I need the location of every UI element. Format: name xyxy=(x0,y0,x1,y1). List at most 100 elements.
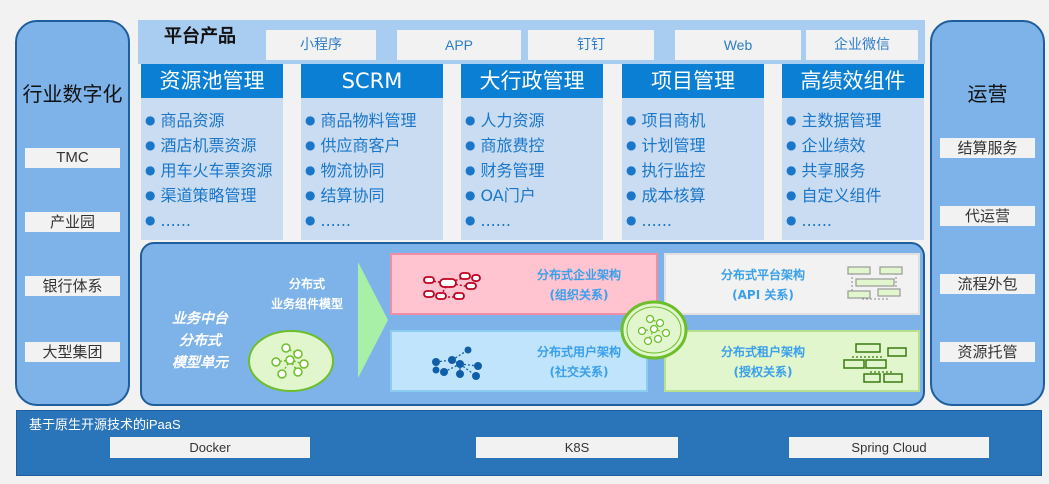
database-cluster-icon xyxy=(423,272,481,300)
list-item: ●商旅费控 xyxy=(465,136,545,155)
bullet-icon: ● xyxy=(145,113,156,127)
bullet-icon: ● xyxy=(626,163,637,177)
bullet-icon: ● xyxy=(465,113,476,127)
tech-docker[interactable]: Docker xyxy=(110,437,310,458)
user-architecture-box[interactable]: 分布式用户架构 (社交关系) xyxy=(390,330,648,392)
bullet-icon: ● xyxy=(145,163,156,177)
channel-dingtalk[interactable]: 钉钉 xyxy=(528,30,654,60)
bullet-icon: ● xyxy=(786,138,797,152)
list-item: ●企业绩效 xyxy=(786,136,866,155)
bullet-icon: ● xyxy=(465,188,476,202)
column-scrm: SCRM ●商品物料管理 ●供应商客户 ●物流协同 ●结算协同 ●...... xyxy=(301,64,443,240)
bullet-icon: ● xyxy=(145,188,156,202)
operations-panel: 运营 结算服务 代运营 流程外包 资源托管 xyxy=(930,20,1045,406)
list-item: ●共享服务 xyxy=(786,161,866,180)
channel-web[interactable]: Web xyxy=(675,30,801,60)
list-item: ●自定义组件 xyxy=(786,186,882,205)
column-project-management: 项目管理 ●项目商机 ●计划管理 ●执行监控 ●成本核算 ●...... xyxy=(622,64,764,240)
list-item: ●商品物料管理 xyxy=(305,111,417,130)
tenant-architecture-box[interactable]: 分布式租户架构 (授权关系) xyxy=(664,330,920,392)
platform-architecture-label: 分布式平台架构 (API 关系) xyxy=(720,268,805,302)
bullet-icon: ● xyxy=(305,188,316,202)
operations-title: 运营 xyxy=(967,82,1008,106)
ops-tag-resource-hosting[interactable]: 资源托管 xyxy=(940,342,1035,362)
tech-spring-cloud[interactable]: Spring Cloud xyxy=(789,437,989,458)
list-item: ●...... xyxy=(145,211,191,230)
list-item: ●...... xyxy=(305,211,351,230)
column-header[interactable]: 高绩效组件 xyxy=(782,64,924,98)
list-item: ●执行监控 xyxy=(626,161,706,180)
biz-unit-label: 业务中台 分布式 模型单元 xyxy=(172,311,228,371)
list-item: ●财务管理 xyxy=(465,161,545,180)
column-header[interactable]: SCRM xyxy=(301,64,443,98)
ops-tag-agency-operation[interactable]: 代运营 xyxy=(940,206,1035,226)
list-item: ●...... xyxy=(786,211,832,230)
bullet-icon: ● xyxy=(305,113,316,127)
list-item: ●人力资源 xyxy=(465,111,545,130)
industry-tag-industrial-park[interactable]: 产业园 xyxy=(25,212,120,232)
channel-mini-program[interactable]: 小程序 xyxy=(266,30,376,60)
list-item: ●主数据管理 xyxy=(786,111,882,130)
platform-architecture-box[interactable]: 分布式平台架构 (API 关系) xyxy=(664,253,920,315)
list-item: ●酒店机票资源 xyxy=(145,136,257,155)
bullet-icon: ● xyxy=(465,138,476,152)
bullet-icon: ● xyxy=(786,213,797,227)
bullet-icon: ● xyxy=(305,138,316,152)
component-model-label: 分布式 业务组件模型 xyxy=(270,277,343,311)
platform-products-bar: 平台产品 小程序 APP 钉钉 Web 企业微信 xyxy=(138,20,925,64)
social-network-icon xyxy=(432,346,482,380)
industry-tag-banking[interactable]: 银行体系 xyxy=(25,276,120,296)
channel-wecom[interactable]: 企业微信 xyxy=(806,30,918,60)
list-item: ●用车火车票资源 xyxy=(145,161,273,180)
industry-tag-large-group[interactable]: 大型集团 xyxy=(25,342,120,362)
list-item: ●结算协同 xyxy=(305,186,385,205)
ipaas-title: 基于原生开源技术的iPaaS xyxy=(29,417,181,432)
bullet-icon: ● xyxy=(305,213,316,227)
industry-digitalization-title: 行业数字化 xyxy=(22,82,123,106)
ops-tag-settlement[interactable]: 结算服务 xyxy=(940,138,1035,158)
list-item: ●成本核算 xyxy=(626,186,706,205)
column-header[interactable]: 资源池管理 xyxy=(141,64,283,98)
tenant-architecture-label: 分布式租户架构 (授权关系) xyxy=(720,345,805,379)
list-item: ●项目商机 xyxy=(626,111,706,130)
ops-tag-process-outsourcing[interactable]: 流程外包 xyxy=(940,274,1035,294)
column-header[interactable]: 大行政管理 xyxy=(461,64,603,98)
bullet-icon: ● xyxy=(626,213,637,227)
bullet-icon: ● xyxy=(465,213,476,227)
platform-products-title: 平台产品 xyxy=(164,26,236,47)
industry-tag-tmc[interactable]: TMC xyxy=(25,148,120,168)
list-item: ●...... xyxy=(626,211,672,230)
hub-network-icon xyxy=(620,300,688,360)
api-blocks-icon xyxy=(847,266,903,300)
tech-k8s[interactable]: K8S xyxy=(476,437,678,458)
enterprise-architecture-label: 分布式企业架构 (组织关系) xyxy=(536,268,621,302)
column-header[interactable]: 项目管理 xyxy=(622,64,764,98)
bullet-icon: ● xyxy=(786,188,797,202)
list-item: ●物流协同 xyxy=(305,161,385,180)
flow-arrow-icon xyxy=(358,262,388,378)
bullet-icon: ● xyxy=(626,113,637,127)
column-high-performance: 高绩效组件 ●主数据管理 ●企业绩效 ●共享服务 ●自定义组件 ●...... xyxy=(782,64,924,240)
list-item: ●供应商客户 xyxy=(305,136,401,155)
ipaas-layer: 基于原生开源技术的iPaaS Docker K8S Spring Cloud xyxy=(16,410,1042,476)
bullet-icon: ● xyxy=(145,213,156,227)
enterprise-architecture-box[interactable]: 分布式企业架构 (组织关系) xyxy=(390,253,658,315)
list-item: ●渠道策略管理 xyxy=(145,186,257,205)
column-resource-pool: 资源池管理 ●商品资源 ●酒店机票资源 ●用车火车票资源 ●渠道策略管理 ●..… xyxy=(141,64,283,240)
bullet-icon: ● xyxy=(465,163,476,177)
list-item: ●商品资源 xyxy=(145,111,225,130)
list-item: ●...... xyxy=(465,211,511,230)
tenant-hierarchy-icon xyxy=(843,343,907,383)
list-item: ●OA门户 xyxy=(465,186,536,205)
channel-app[interactable]: APP xyxy=(397,30,521,60)
bullet-icon: ● xyxy=(626,188,637,202)
bullet-icon: ● xyxy=(305,163,316,177)
industry-digitalization-panel: 行业数字化 TMC 产业园 银行体系 大型集团 xyxy=(15,20,130,406)
bullet-icon: ● xyxy=(786,113,797,127)
bullet-icon: ● xyxy=(145,138,156,152)
business-middle-platform: 业务中台 分布式 模型单元 分布式 业务组件模型 分布式企业架构 (组织关系) xyxy=(140,242,925,406)
column-administration: 大行政管理 ●人力资源 ●商旅费控 ●财务管理 ●OA门户 ●...... xyxy=(461,64,603,240)
bullet-icon: ● xyxy=(626,138,637,152)
bullet-icon: ● xyxy=(786,163,797,177)
user-architecture-label: 分布式用户架构 (社交关系) xyxy=(536,345,621,379)
